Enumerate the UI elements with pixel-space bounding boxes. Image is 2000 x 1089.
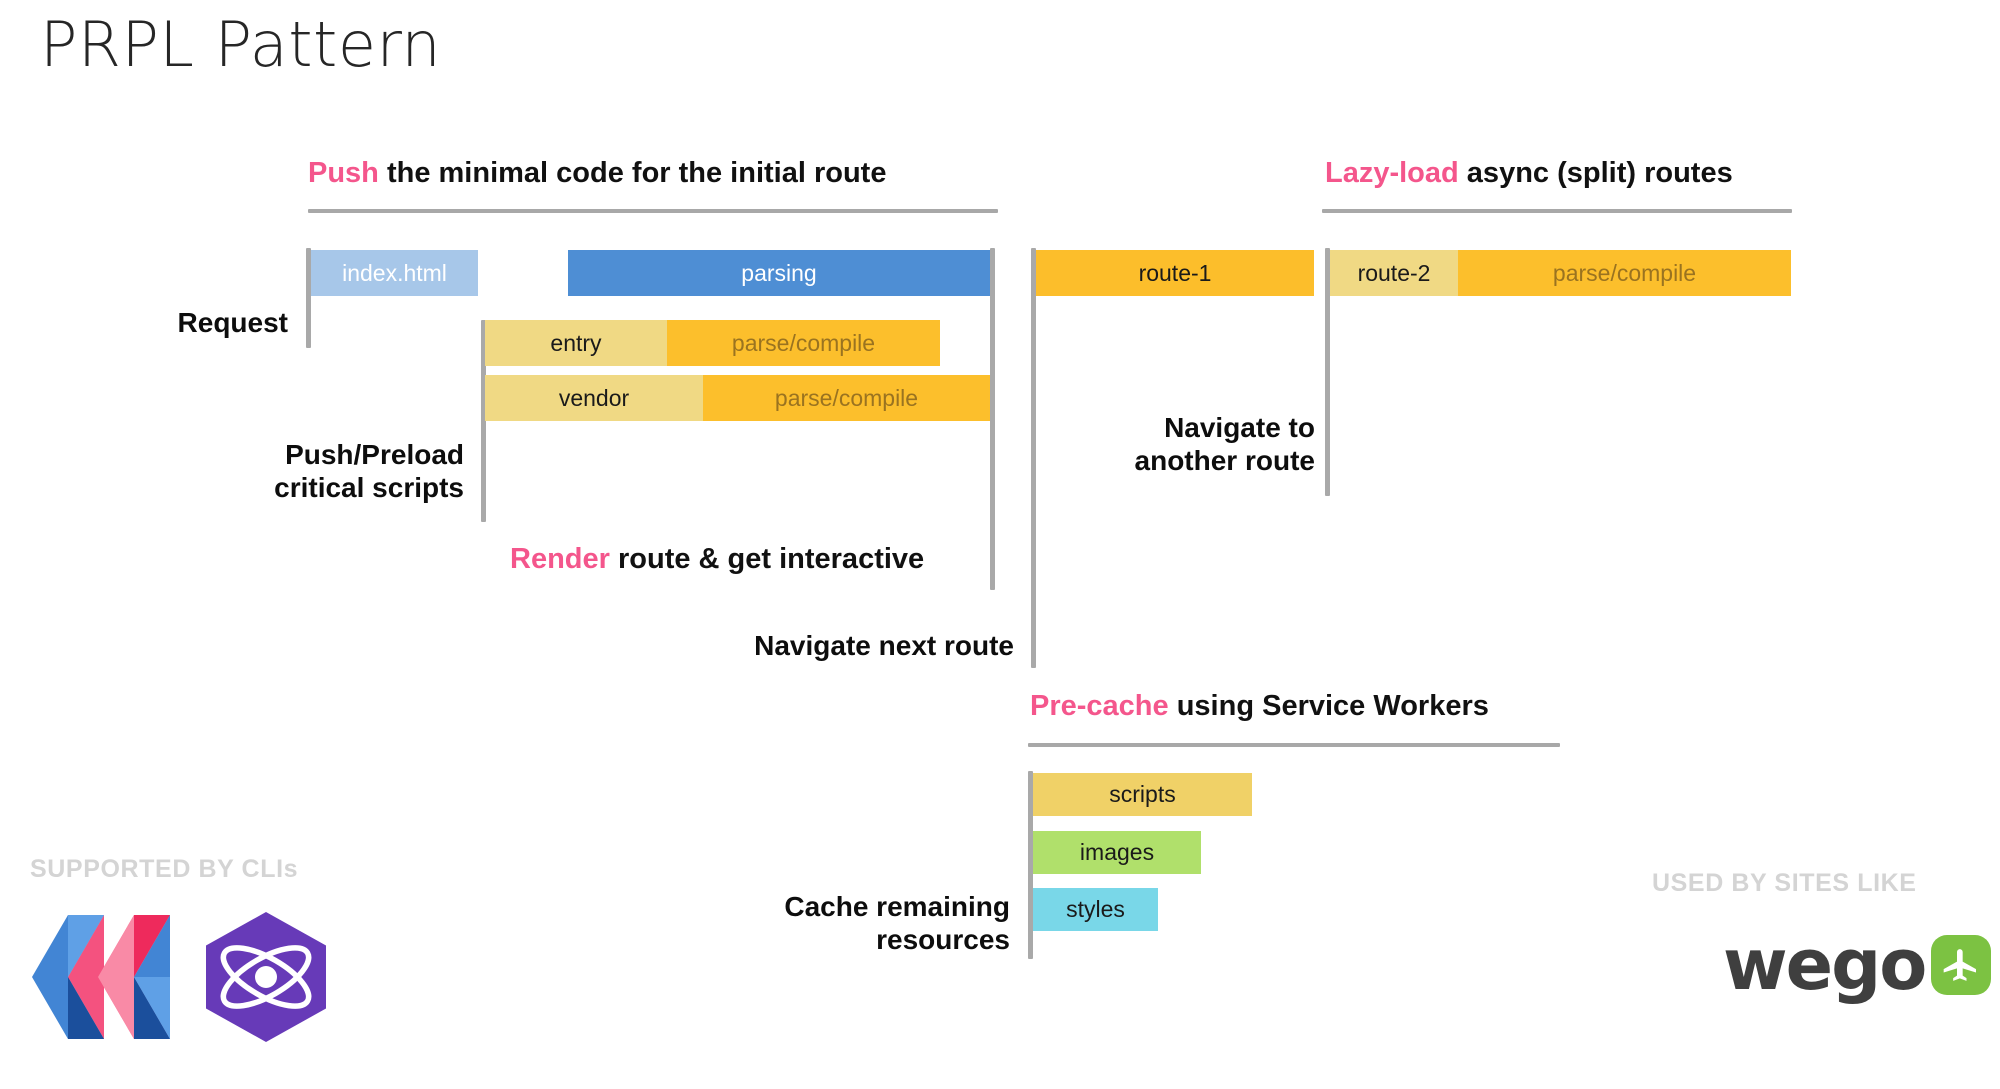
section-heading-pre-cache: Pre-cache using Service Workers: [1030, 690, 1489, 723]
section-heading-push: Push the minimal code for the initial ro…: [308, 157, 886, 190]
bar-index-html: index.html: [311, 250, 478, 296]
step-label-request: Request: [177, 307, 288, 338]
polymer-logo: [32, 915, 170, 1039]
bar-images: images: [1033, 831, 1201, 874]
section-heading-precache-rest: using Service Workers: [1168, 690, 1489, 722]
step-label-render-rest: route & get interactive: [609, 543, 925, 575]
timeline-marker-route2: [1325, 248, 1330, 496]
timeline-marker-push-preload: [481, 320, 486, 522]
section-rule-pre-cache: [1028, 743, 1560, 747]
timeline-marker-request: [306, 248, 311, 348]
bar-segment-vendor: vendor: [485, 375, 703, 421]
section-rule-push: [308, 209, 998, 213]
step-label-navigate-next: Navigate next route: [754, 630, 1014, 661]
step-label-render-accent: Render: [510, 543, 610, 575]
section-heading-push-rest: the minimal code for the initial route: [378, 157, 887, 189]
page-title: PRPL Pattern: [40, 8, 442, 81]
bar-segment-entry: entry: [485, 320, 667, 366]
footer-caption-used-by-sites-like: USED BY SITES LIKE: [1652, 869, 1917, 897]
bar-segment-vendor-parse-compile: parse/compile: [703, 375, 990, 421]
section-heading-lazy-rest: async (split) routes: [1458, 157, 1733, 189]
bar-styles: styles: [1033, 888, 1158, 931]
bar-segment-entry-parse-compile: parse/compile: [667, 320, 940, 366]
step-label-cache-remaining-resources: Cache remaining resources: [784, 891, 1010, 956]
step-label-push-preload: Push/Preload critical scripts: [274, 439, 464, 504]
bar-segment-styles: styles: [1033, 888, 1158, 931]
timeline-marker-navigate-next: [1031, 248, 1036, 668]
step-label-render: Render route & get interactive: [510, 543, 924, 576]
timeline-marker-pre-cache: [1028, 771, 1033, 959]
preact-logo: [206, 912, 326, 1042]
bar-route-1: route-1: [1036, 250, 1314, 296]
section-heading-lazy-accent: Lazy-load: [1325, 157, 1459, 189]
wego-wordmark: wego: [1723, 924, 1927, 1006]
bar-segment-scripts: scripts: [1033, 773, 1252, 816]
section-heading-lazy-load: Lazy-load async (split) routes: [1325, 157, 1733, 190]
bar-segment-route-1: route-1: [1036, 250, 1314, 296]
bar-segment-images: images: [1033, 831, 1201, 874]
bar-parsing: parsing: [568, 250, 990, 296]
wego-logo: wego: [1723, 924, 1992, 1006]
wego-badge: [1931, 935, 1992, 995]
section-heading-precache-accent: Pre-cache: [1030, 690, 1169, 722]
footer-caption-supported-by-clis: SUPPORTED BY CLIs: [30, 855, 299, 883]
bar-scripts: scripts: [1033, 773, 1252, 816]
step-label-navigate-another-route: Navigate to another route: [1134, 412, 1315, 477]
bar-entry: entry parse/compile: [485, 320, 940, 366]
section-rule-lazy-load: [1322, 209, 1792, 213]
airplane-icon: [1944, 949, 1977, 981]
bar-segment-parsing: parsing: [568, 250, 990, 296]
bar-segment-route-2-parse-compile: parse/compile: [1458, 250, 1791, 296]
bar-segment-route-2: route-2: [1330, 250, 1458, 296]
bar-route-2: route-2 parse/compile: [1330, 250, 1791, 296]
section-heading-push-accent: Push: [308, 157, 379, 189]
bar-vendor: vendor parse/compile: [485, 375, 990, 421]
bar-segment-index-html: index.html: [311, 250, 478, 296]
timeline-marker-render: [990, 248, 995, 590]
